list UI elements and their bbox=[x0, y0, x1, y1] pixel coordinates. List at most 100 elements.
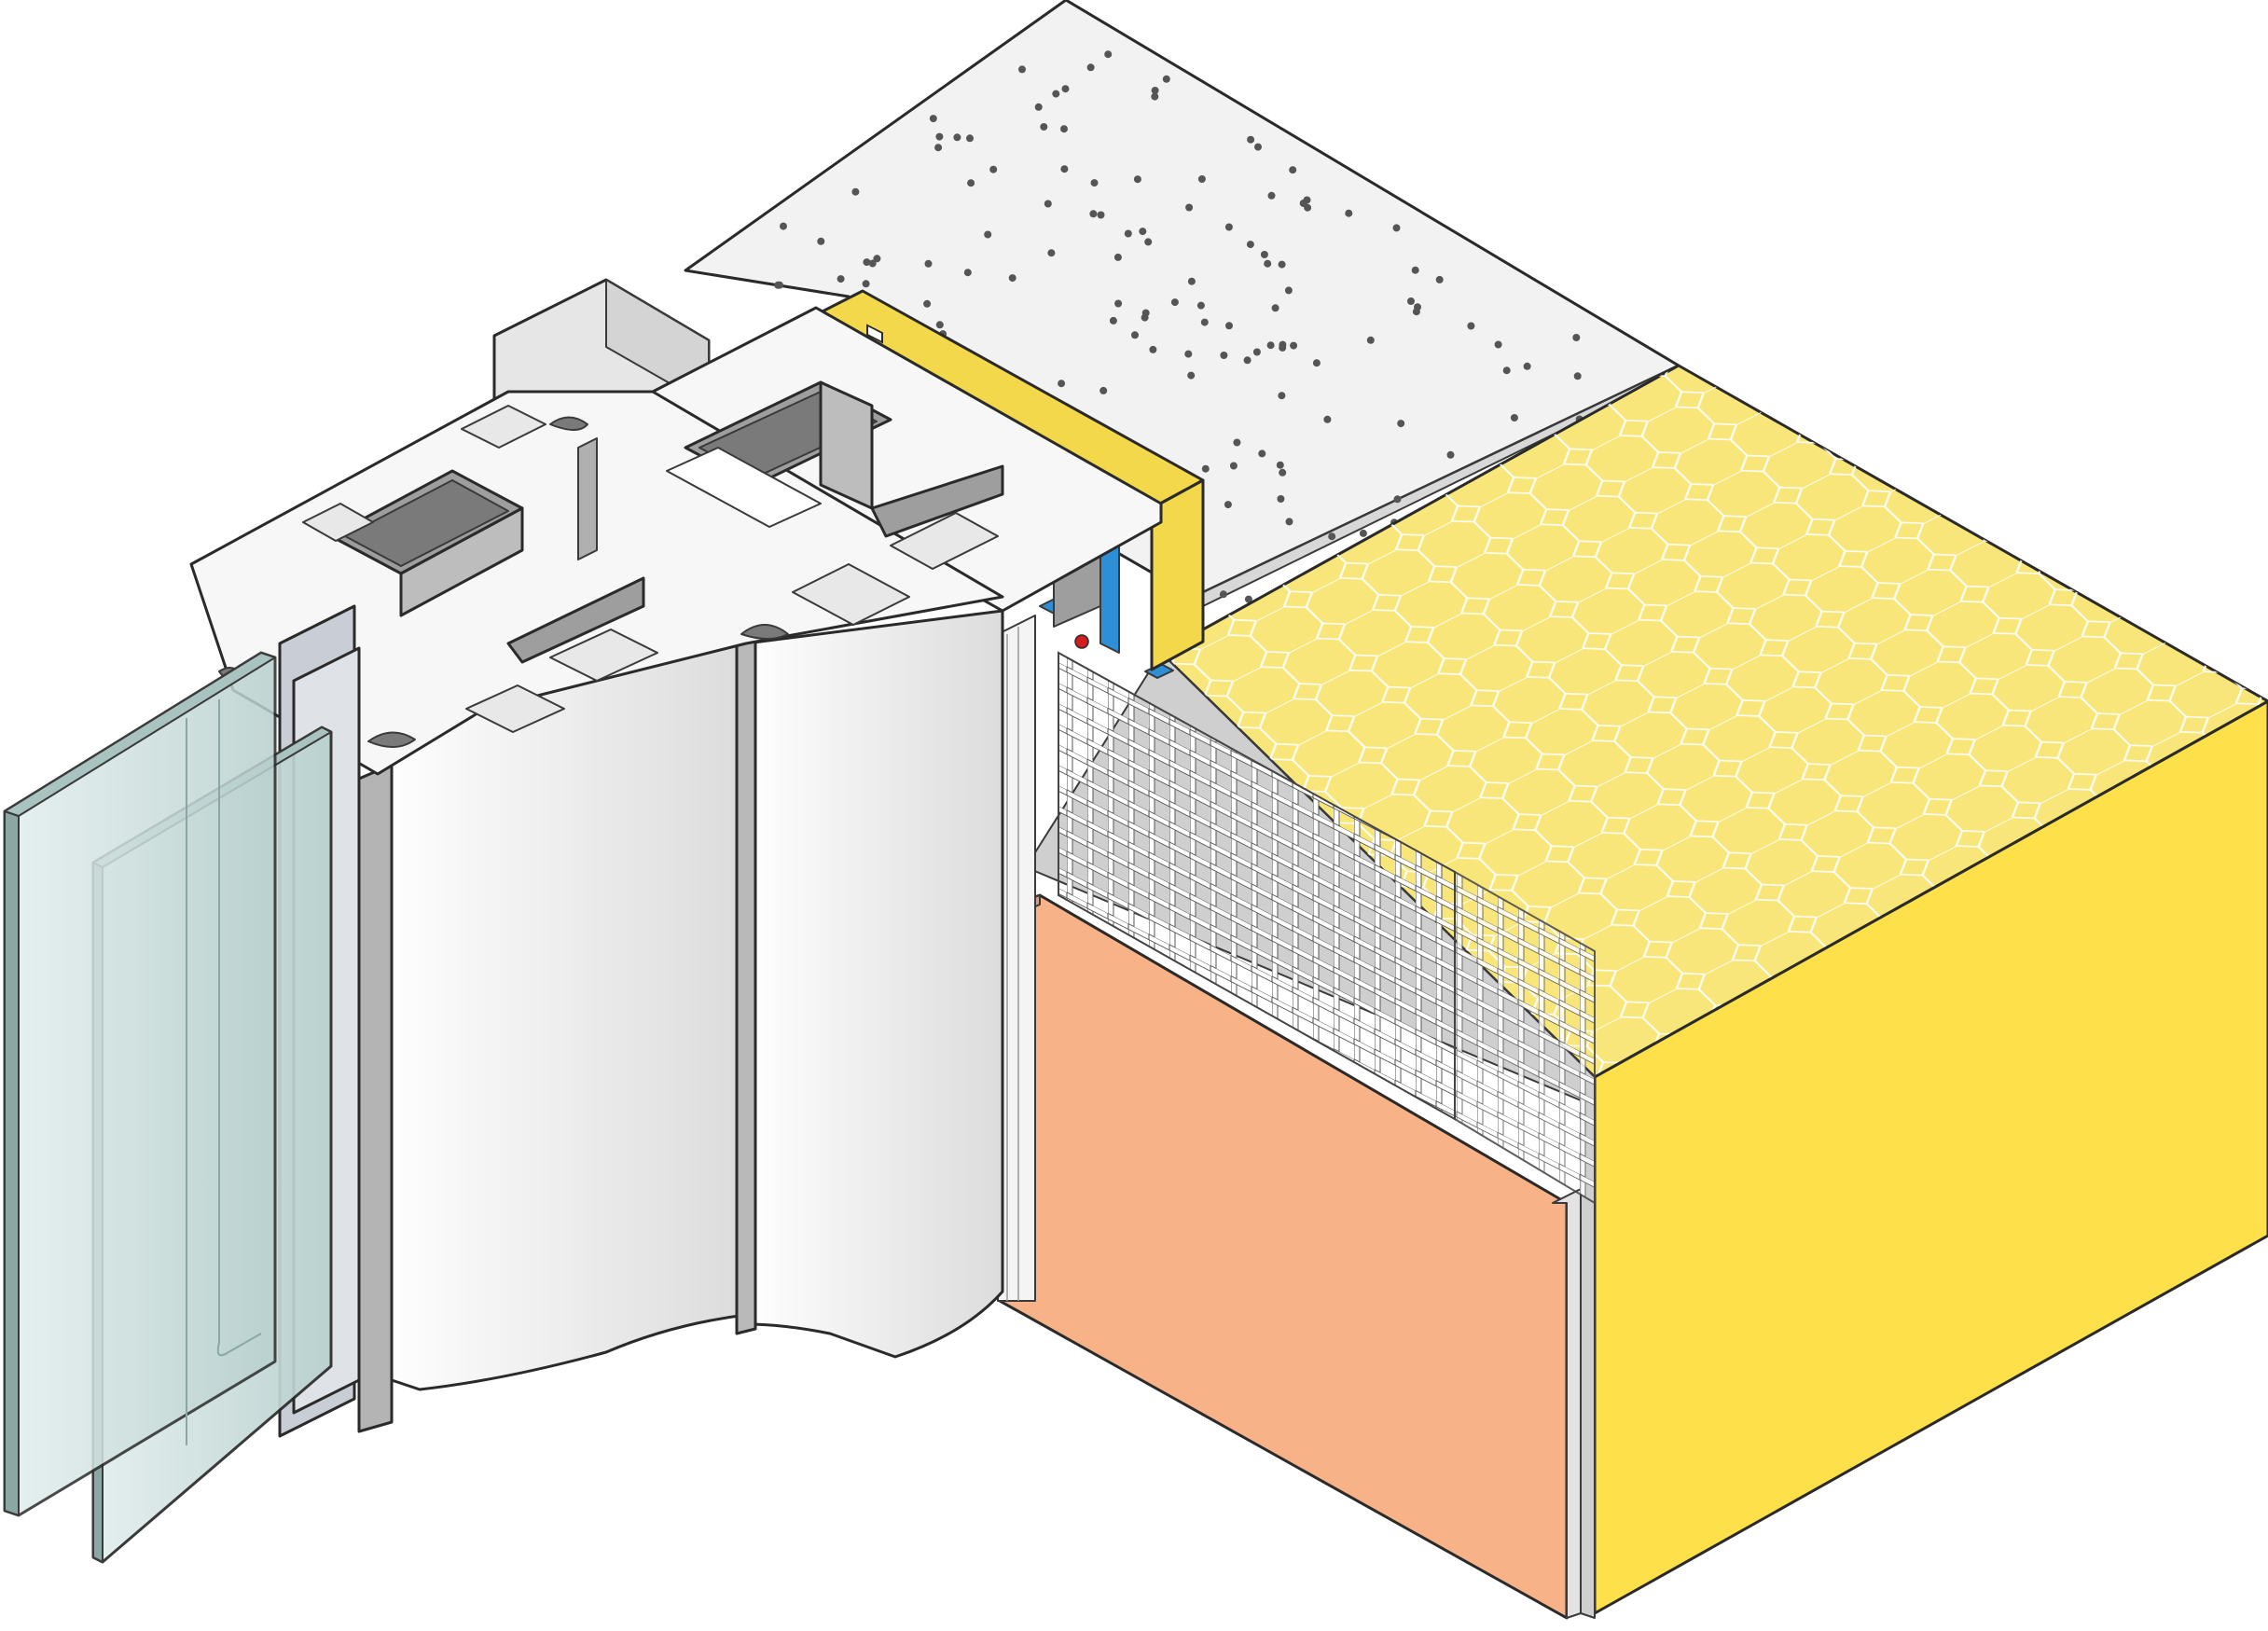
wall-dot bbox=[851, 187, 860, 196]
wall-dot bbox=[1258, 449, 1266, 458]
wall-dot bbox=[1285, 518, 1293, 526]
wall-dot bbox=[1197, 175, 1206, 183]
wall-dot bbox=[1264, 259, 1272, 268]
wall-dot bbox=[1244, 595, 1252, 603]
window-frame-profile bbox=[189, 306, 1163, 1433]
wall-dot bbox=[1141, 309, 1150, 317]
foam-sealing-tape bbox=[809, 289, 1205, 671]
wall-dot bbox=[1278, 392, 1286, 400]
wall-dot bbox=[868, 259, 877, 268]
wall-dot bbox=[863, 258, 871, 267]
wall-dot bbox=[1052, 90, 1060, 98]
wall-dot bbox=[967, 179, 975, 187]
wall-dot bbox=[1040, 123, 1048, 131]
wall-dot bbox=[1573, 372, 1582, 380]
wall-dot bbox=[989, 165, 998, 173]
wall-dot bbox=[873, 255, 881, 263]
wall-dot bbox=[1224, 223, 1233, 231]
wall-dot bbox=[1224, 501, 1232, 509]
wall-dot bbox=[1089, 210, 1098, 218]
wall-dot bbox=[1290, 341, 1298, 350]
wall-dot bbox=[1200, 318, 1209, 326]
wall-dot bbox=[1279, 340, 1287, 349]
wall-dot bbox=[1060, 165, 1069, 173]
wall-dot bbox=[953, 133, 961, 142]
wall-dot bbox=[774, 281, 782, 289]
wall-dot bbox=[1086, 63, 1095, 72]
wall-dot bbox=[1467, 322, 1475, 330]
wall-dot bbox=[1252, 348, 1261, 356]
wall-dot bbox=[1393, 495, 1402, 504]
wall-dot bbox=[1149, 345, 1157, 353]
wall-dot bbox=[1131, 331, 1139, 339]
wall-dot bbox=[1435, 275, 1444, 283]
wall-dot bbox=[1162, 75, 1170, 83]
wall-dot bbox=[1109, 316, 1117, 325]
wall-dot bbox=[1407, 297, 1415, 305]
wall-dot bbox=[924, 259, 933, 268]
wall-dot bbox=[1278, 260, 1286, 269]
wall-dot bbox=[1061, 85, 1070, 93]
wall-dot bbox=[1018, 65, 1026, 74]
wall-dot bbox=[1246, 241, 1254, 249]
wall-dot bbox=[1289, 166, 1297, 174]
wall-dot bbox=[984, 230, 992, 239]
wall-dot bbox=[1090, 179, 1099, 187]
wall-dot bbox=[1267, 191, 1276, 200]
wall-dot bbox=[1523, 362, 1531, 370]
wall-dot bbox=[1008, 274, 1016, 283]
wall-dot bbox=[966, 134, 974, 143]
wall-dot bbox=[1225, 322, 1233, 330]
wall-dot bbox=[934, 144, 943, 152]
wall-dot bbox=[963, 269, 972, 277]
wall-dot bbox=[1502, 366, 1511, 375]
wall-dot bbox=[1219, 590, 1227, 599]
wall-dot bbox=[1058, 380, 1066, 388]
wall-dot bbox=[935, 132, 944, 141]
wall-dot bbox=[1277, 495, 1285, 503]
wall-dot bbox=[1184, 350, 1193, 358]
insulated-glass-unit bbox=[3, 604, 361, 1564]
wall-dot bbox=[1099, 386, 1108, 394]
wall-dot bbox=[1144, 238, 1153, 246]
wall-dot bbox=[1044, 200, 1052, 208]
wall-dot bbox=[1328, 532, 1336, 541]
wall-dot bbox=[1185, 203, 1194, 212]
wall-dot bbox=[1494, 340, 1502, 349]
wall-dot bbox=[780, 222, 787, 230]
wall-dot bbox=[1187, 371, 1196, 380]
wall-dot bbox=[1572, 334, 1581, 341]
wall-dot bbox=[1412, 308, 1420, 316]
wall-dot bbox=[1266, 341, 1275, 350]
wall-dot bbox=[1104, 50, 1113, 59]
wall-dot bbox=[1243, 356, 1252, 365]
wall-dot bbox=[1196, 301, 1205, 310]
wall-dot bbox=[1312, 359, 1321, 367]
wall-dot bbox=[1247, 135, 1255, 144]
wall-dot bbox=[1124, 229, 1132, 238]
wall-dot bbox=[1047, 249, 1056, 257]
wall-dot bbox=[1260, 251, 1268, 258]
wall-dot bbox=[1097, 211, 1105, 219]
wall-dot bbox=[1034, 103, 1043, 111]
wall-dot bbox=[1279, 468, 1287, 477]
wall-dot bbox=[862, 280, 870, 288]
wall-dot bbox=[817, 237, 825, 245]
wall-dot bbox=[1323, 415, 1332, 423]
wall-dot bbox=[1366, 336, 1375, 344]
wall-dot bbox=[1139, 228, 1147, 236]
wall-dot bbox=[1151, 87, 1159, 94]
wall-dot bbox=[1113, 253, 1122, 261]
wall-dot bbox=[1446, 450, 1455, 459]
wall-dot bbox=[1271, 304, 1279, 312]
wall-dot bbox=[1254, 143, 1262, 151]
wall-dot bbox=[1170, 298, 1179, 307]
wall-dot bbox=[923, 299, 932, 308]
reinforcement-mesh bbox=[1058, 651, 1596, 1205]
wall-dot bbox=[1510, 414, 1518, 422]
wall-dot bbox=[1151, 92, 1159, 101]
wall-dot bbox=[1133, 175, 1141, 184]
wall-dot bbox=[1299, 200, 1307, 207]
wall-dot bbox=[1114, 299, 1123, 308]
